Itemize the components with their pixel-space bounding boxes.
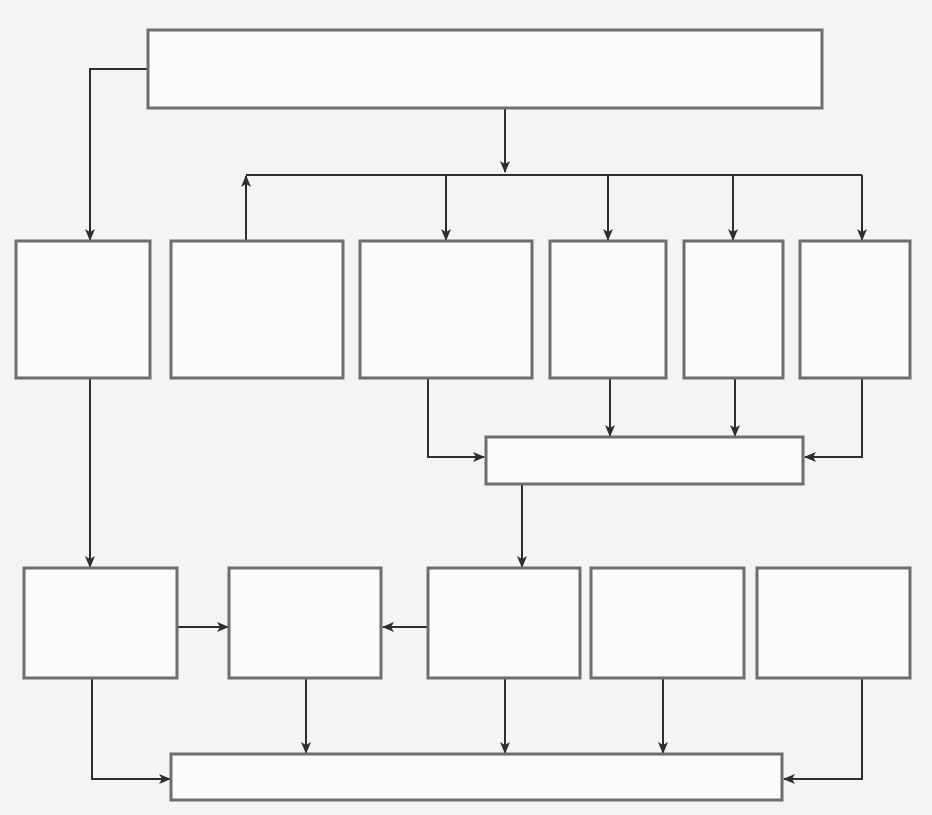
box-row1-6 [798, 239, 912, 380]
box-bottom [169, 752, 784, 802]
connector-row1-3-to-middle [427, 378, 485, 462]
box-row1-5 [682, 239, 785, 380]
boxes [14, 28, 912, 802]
box-row2-5 [755, 566, 912, 680]
connector-row1-6-to-middle [804, 378, 863, 462]
box-row1-4 [548, 239, 668, 380]
box-middle [484, 435, 805, 486]
box-top [146, 28, 824, 110]
connector-top-to-row1-1 [85, 68, 148, 241]
box-row1-1 [14, 239, 152, 380]
box-row2-2 [227, 566, 383, 680]
connector-row2-1-to-bottom [91, 678, 171, 784]
box-row1-2 [169, 239, 345, 380]
box-row2-4 [589, 566, 746, 680]
box-row2-1 [22, 566, 179, 680]
connector-row2-5-to-bottom [783, 678, 863, 784]
box-row1-3 [358, 239, 534, 380]
connectors [85, 68, 867, 784]
box-row2-3 [426, 566, 582, 680]
